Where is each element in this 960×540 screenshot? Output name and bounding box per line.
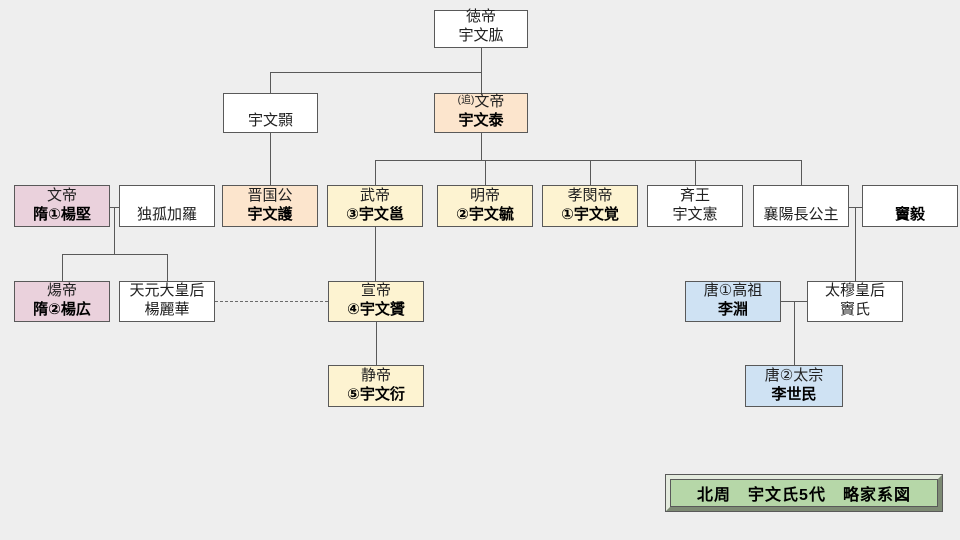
node-yuwen-jue: 孝閔帝 ①宇文覚 <box>542 185 638 227</box>
node-name: 隋①楊堅 <box>33 206 91 223</box>
title-box-bevel: 北周 宇文氏5代 略家系図 <box>666 475 942 511</box>
connector-line <box>114 207 115 254</box>
connector-line <box>270 133 271 185</box>
node-name: 李世民 <box>771 386 817 403</box>
node-name: 楊麗華 <box>144 301 190 318</box>
node-yuwen-yong: 武帝 ③宇文邕 <box>327 185 423 227</box>
node-title: 晋国公 <box>247 187 293 204</box>
connector-line <box>695 160 696 185</box>
node-yuwen-yun: 宣帝 ④宇文贇 <box>328 281 424 322</box>
node-name: 宇文肱 <box>458 27 504 44</box>
node-name: ④宇文贇 <box>347 301 405 318</box>
connector-line <box>376 322 377 365</box>
node-title: 武帝 <box>359 187 390 204</box>
connector-line <box>590 160 591 185</box>
node-title: 文帝 <box>46 187 77 204</box>
node-name: 宇文顥 <box>247 112 293 129</box>
connector-line <box>855 207 856 281</box>
diagram-title: 北周 宇文氏5代 略家系図 <box>670 479 938 507</box>
node-title: 明帝 <box>469 187 500 204</box>
connector-line <box>801 160 802 185</box>
title-box: 北周 宇文氏5代 略家系図 <box>665 474 943 512</box>
connector-line <box>270 72 482 73</box>
node-name: 李淵 <box>717 301 748 318</box>
node-yang-jian: 文帝 隋①楊堅 <box>14 185 110 227</box>
node-yang-lihua: 天元大皇后 楊麗華 <box>119 281 215 322</box>
node-title: 煬帝 <box>46 282 77 299</box>
connector-line <box>62 254 63 281</box>
node-title: 孝閔帝 <box>567 187 613 204</box>
connector-line <box>481 48 482 93</box>
node-title: 天元大皇后 <box>129 282 205 299</box>
node-yuwen-yan: 静帝 ⑤宇文衍 <box>328 365 424 407</box>
connector-line <box>62 254 168 255</box>
node-title: 斉王 <box>679 187 710 204</box>
node-name: ①宇文覚 <box>561 206 619 223</box>
connector-line <box>375 160 802 161</box>
node-dou-shi: 太穆皇后 竇氏 <box>807 281 903 322</box>
node-title: (追)文帝 <box>457 93 505 110</box>
node-name: ②宇文毓 <box>456 206 514 223</box>
node-title: 静帝 <box>360 367 391 384</box>
connector-line <box>485 160 486 185</box>
node-dou-yi: 竇毅 <box>862 185 958 227</box>
node-name: 宇文護 <box>247 206 293 223</box>
node-name: 襄陽長公主 <box>763 206 839 223</box>
node-yuwen-hao: 宇文顥 <box>223 93 318 133</box>
node-title: 太穆皇后 <box>824 282 885 299</box>
node-yuwen-xian: 斉王 宇文憲 <box>647 185 743 227</box>
node-name: 独孤加羅 <box>136 206 197 223</box>
node-title: 唐①高祖 <box>703 282 763 299</box>
connector-line <box>375 227 376 281</box>
connector-line <box>270 72 271 93</box>
marriage-dashed-line <box>215 301 328 302</box>
node-title: 宣帝 <box>360 282 391 299</box>
node-title: 徳帝 <box>465 8 496 25</box>
node-name: 宇文憲 <box>672 206 718 223</box>
node-name: 隋②楊広 <box>33 301 91 318</box>
node-name: ⑤宇文衍 <box>347 386 405 403</box>
connector-line <box>481 133 482 160</box>
node-yuwen-yu: 明帝 ②宇文毓 <box>437 185 533 227</box>
node-li-yuan: 唐①高祖 李淵 <box>685 281 781 322</box>
connector-line <box>167 254 168 281</box>
connector-line <box>794 301 795 365</box>
node-yuwen-hu: 晋国公 宇文護 <box>222 185 318 227</box>
node-yang-guang: 煬帝 隋②楊広 <box>14 281 110 322</box>
node-yuwen-gong: 徳帝 宇文肱 <box>434 8 528 48</box>
node-xiangyang-princess: 襄陽長公主 <box>753 185 849 227</box>
node-name: 竇氏 <box>839 301 870 318</box>
node-title: 唐②太宗 <box>764 367 824 384</box>
node-li-shimin: 唐②太宗 李世民 <box>745 365 843 407</box>
node-dugu-jialuo: 独孤加羅 <box>119 185 215 227</box>
node-name: 竇毅 <box>894 206 925 223</box>
node-name: ③宇文邕 <box>346 206 404 223</box>
posthumous-mark: (追) <box>457 95 475 106</box>
node-name: 宇文泰 <box>458 112 504 129</box>
connector-line <box>375 160 376 185</box>
node-yuwen-tai: (追)文帝 宇文泰 <box>434 93 528 133</box>
